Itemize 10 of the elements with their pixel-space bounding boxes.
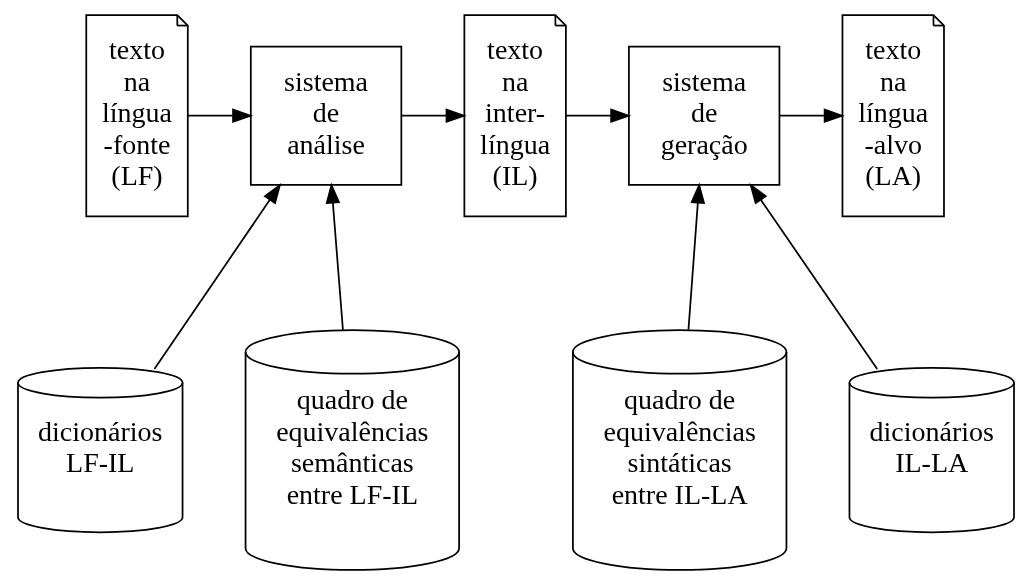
- arrow: [400, 108, 467, 124]
- node-box: sistema de geração: [627, 45, 780, 186]
- node-box: sistema de análise: [249, 45, 402, 186]
- arrow: [153, 183, 281, 370]
- arrow: [186, 108, 253, 124]
- arrow: [564, 108, 631, 124]
- arrow: [748, 183, 878, 370]
- arrow: [325, 182, 344, 331]
- arrow: [778, 108, 845, 124]
- arrow: [687, 182, 705, 331]
